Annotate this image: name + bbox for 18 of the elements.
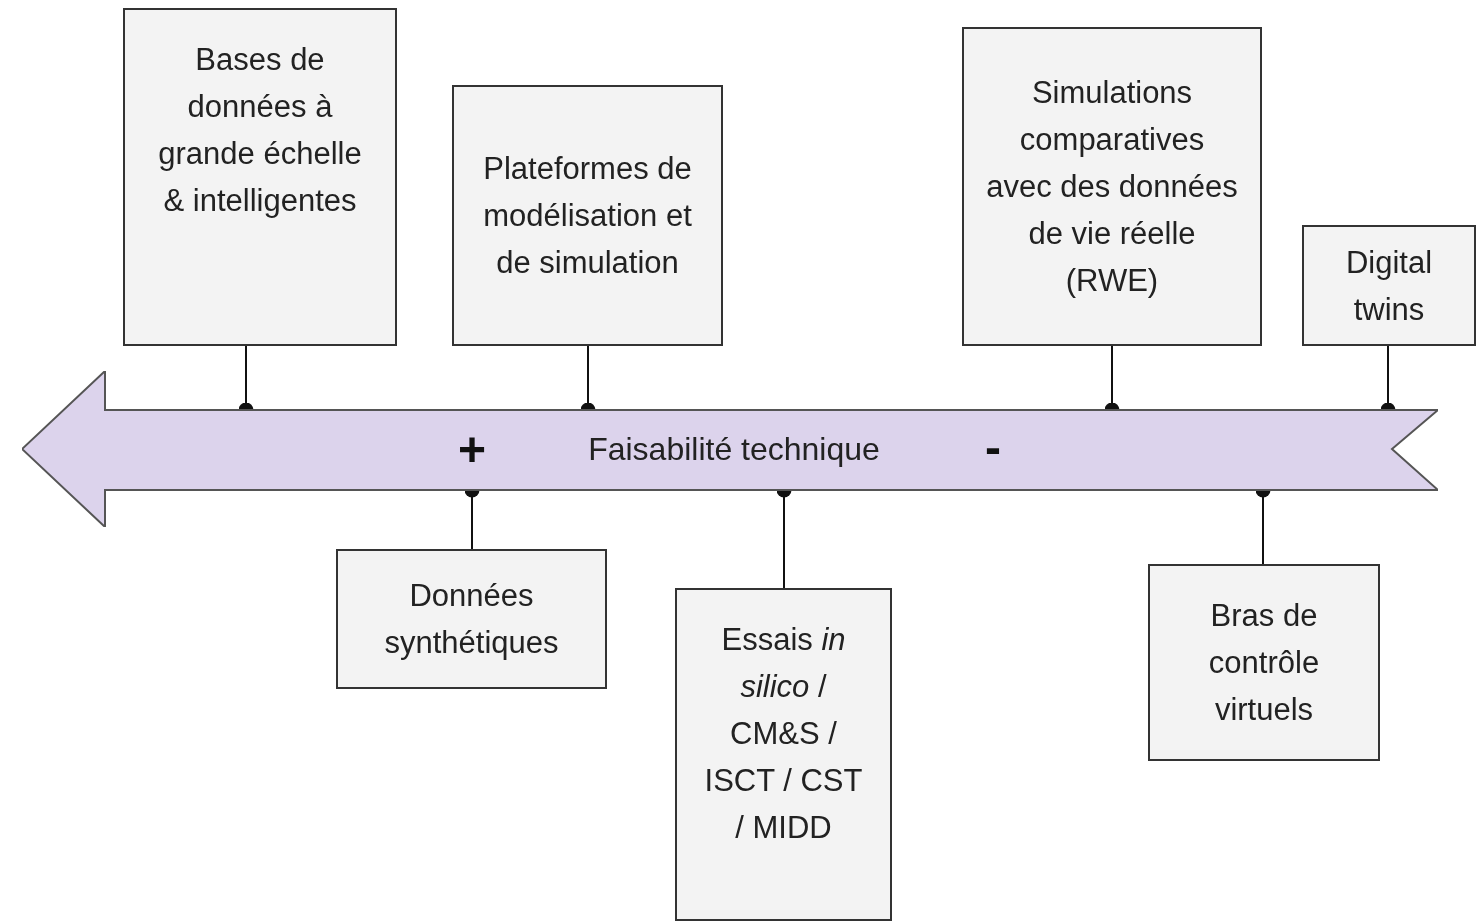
box-label: Bases de données à grande échelle & intelligentes — [157, 41, 363, 220]
box-label: Plateformes de modélisation et de simulation — [482, 150, 693, 282]
text-box — [123, 8, 397, 346]
box-label: Bras de contrôle virtuels — [1207, 597, 1321, 729]
sign-label: - — [985, 424, 1001, 472]
sign-label: + — [458, 426, 486, 474]
axis-title: Faisabilité technique — [588, 430, 880, 468]
text-box — [675, 588, 892, 921]
text-box — [1302, 225, 1476, 346]
text-box — [962, 27, 1262, 346]
box-label: Données synthétiques — [383, 577, 560, 662]
text-box — [336, 549, 607, 689]
text-box — [452, 85, 723, 346]
scale-arrow — [22, 371, 1438, 527]
box-label: Essais in silico / CM&S / ISCT / CST / MIDD — [703, 621, 864, 847]
box-label: Simulations comparatives avec des données de vie réelle (RWE) — [986, 74, 1238, 300]
box-label: Digital twins — [1344, 243, 1434, 329]
text-box — [1148, 564, 1380, 761]
